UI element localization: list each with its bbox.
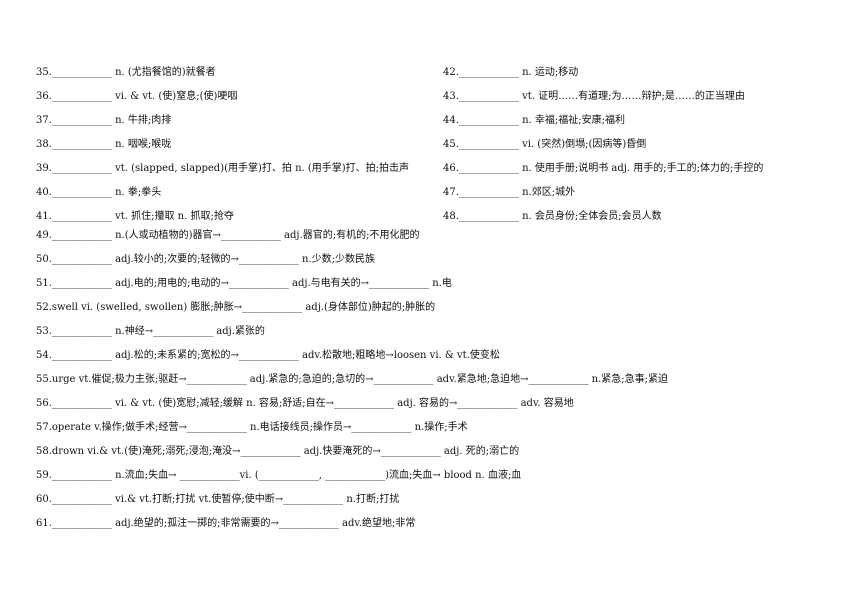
item-55: 55.urge vt.催促;极力主张;驱赶→____________ adj.紧… (36, 374, 668, 385)
item-52: 52.swell vi. (swelled, swollen) 膨胀;肿胀→__… (36, 302, 436, 313)
item-40: 40.____________ n. 拳;拳头 (36, 187, 162, 198)
item-49: 49.____________ n.(人或动植物的)器官→___________… (36, 230, 420, 241)
item-58: 58.drown vi.& vt.(使)淹死;溺死;浸泡;淹没→________… (36, 446, 520, 457)
item-48: 48.____________ n. 会员身份;全体会员;会员人数 (443, 211, 662, 222)
item-39: 39.____________ vt. (slapped, slapped)(用… (36, 163, 410, 174)
item-60: 60.____________ vi.& vt.打断;打扰 vt.使暂停;使中断… (36, 494, 400, 505)
item-59: 59.____________ n.流血;失血→ ____________vi.… (36, 470, 522, 481)
item-37: 37.____________ n. 牛排;肉排 (36, 115, 172, 126)
item-53: 53.____________ n.神经→____________ adj.紧张… (36, 326, 265, 337)
item-54: 54.____________ adj.松的;未系紧的;宽松的→________… (36, 350, 500, 361)
item-42: 42.____________ n. 运动;移动 (443, 67, 579, 78)
item-43: 43.____________ vt. 证明……有道理;为……辩护;是……的正当… (443, 91, 745, 102)
item-51: 51.____________ adj.电的;用电的;电动的→_________… (36, 278, 452, 289)
item-56: 56.____________ vi. & vt. (使)宽慰;减轻;缓解 n.… (36, 398, 574, 409)
item-47: 47.____________ n.郊区;城外 (443, 187, 576, 198)
item-50: 50.____________ adj.较小的;次要的;轻微的→________… (36, 254, 376, 265)
item-35: 35.____________ n. (尤指餐馆的)就餐者 (36, 67, 216, 78)
item-38: 38.____________ n. 咽喉;喉咙 (36, 139, 172, 150)
item-36: 36.____________ vi. & vt. (使)窒息;(使)哽咽 (36, 91, 238, 102)
item-57: 57.operate v.操作;做手术;经营→____________ n.电话… (36, 422, 468, 433)
item-61: 61.____________ adj.绝望的;孤注一掷的;非常需要的→____… (36, 518, 416, 529)
item-45: 45.____________ vi. (突然)倒塌;(因病等)昏倒 (443, 139, 647, 150)
item-41: 41.____________ vt. 抓住;攥取 n. 抓取;抢夺 (36, 211, 234, 222)
item-44: 44.____________ n. 幸福;福祉;安康;福利 (443, 115, 625, 126)
item-46: 46.____________ n. 使用手册;说明书 adj. 用手的;手工的… (443, 163, 764, 174)
